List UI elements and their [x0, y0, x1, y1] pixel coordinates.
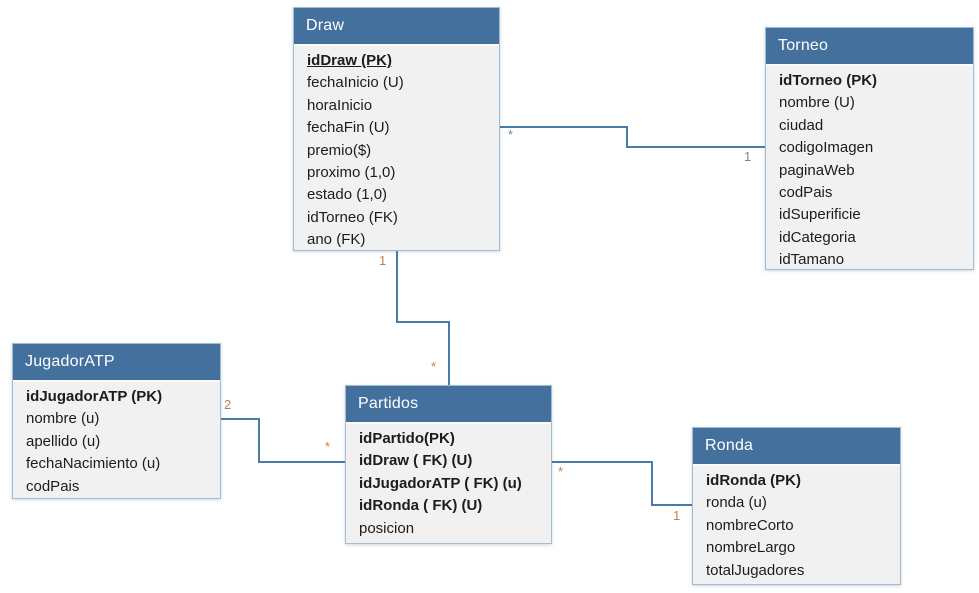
connector-draw-torneo[interactable]: [500, 126, 766, 148]
attribute-row: codPais: [779, 184, 833, 202]
entity-title: Partidos: [358, 395, 419, 412]
attribute-row: paginaWeb: [779, 161, 855, 179]
connector-partidos-ronda[interactable]: [552, 461, 693, 506]
attribute-row: codigoImagen: [779, 139, 874, 157]
entity-draw-body: idDraw (PK) fechaInicio (U) horaInicio f…: [294, 46, 499, 250]
attribute-row: ano (FK): [307, 231, 366, 249]
attribute-row: fechaFin (U): [307, 119, 390, 137]
attribute-row: idDraw ( FK) (U): [359, 452, 473, 470]
attribute-row: idJugadorATP ( FK) (u): [359, 474, 522, 492]
entity-partidos-header: Partidos: [346, 386, 551, 424]
entity-partidos[interactable]: Partidos idPartido(PK) idDraw ( FK) (U) …: [345, 385, 552, 544]
attribute-row: nombre (u): [26, 410, 100, 428]
cardinality-label: *: [558, 464, 564, 479]
entity-draw[interactable]: Draw idDraw (PK) fechaInicio (U) horaIni…: [293, 7, 500, 251]
attribute-row: apellido (u): [26, 432, 101, 450]
entity-jugadoratp-body: idJugadorATP (PK) nombre (u) apellido (u…: [13, 382, 220, 498]
attribute-row: totalJugadores: [706, 561, 805, 579]
attribute-row: nombreCorto: [706, 516, 794, 534]
cardinality-label: *: [431, 359, 437, 374]
cardinality-label: 1: [673, 508, 681, 523]
entity-partidos-body: idPartido(PK) idDraw ( FK) (U) idJugador…: [346, 424, 551, 543]
attribute-row: premio($): [307, 141, 372, 159]
entity-title: Draw: [306, 17, 345, 34]
entity-torneo-body: idTorneo (PK) nombre (U) ciudad codigoIm…: [766, 66, 973, 269]
attribute-row: proximo (1,0): [307, 164, 396, 182]
attribute-row: nombreLargo: [706, 539, 796, 557]
attribute-row: idCategoria: [779, 228, 856, 246]
attribute-row: ciudad: [779, 116, 824, 134]
cardinality-label: *: [508, 127, 514, 142]
attribute-row: fechaInicio (U): [307, 74, 404, 92]
connector-draw-partidos[interactable]: [396, 248, 450, 386]
entity-jugadoratp[interactable]: JugadorATP idJugadorATP (PK) nombre (u) …: [12, 343, 221, 499]
entity-title: Ronda: [705, 437, 754, 454]
attribute-row: estado (1,0): [307, 186, 388, 204]
attribute-row: ronda (u): [706, 494, 767, 512]
entity-ronda-header: Ronda: [693, 428, 900, 466]
entity-torneo-header: Torneo: [766, 28, 973, 66]
attribute-row: idTamano: [779, 251, 845, 269]
attribute-row: idTorneo (PK): [779, 72, 878, 89]
attribute-row: idDraw (PK): [307, 52, 393, 69]
attribute-row: posicion: [359, 519, 415, 537]
cardinality-label: 1: [379, 253, 387, 268]
attribute-row: horaInicio: [307, 96, 373, 114]
entity-title: Torneo: [778, 37, 829, 54]
attribute-row: idPartido(PK): [359, 430, 455, 447]
entity-draw-header: Draw: [294, 8, 499, 46]
entity-jugadoratp-header: JugadorATP: [13, 344, 220, 382]
attribute-row: idTorneo (FK): [307, 208, 398, 226]
attribute-row: idJugadorATP (PK): [26, 388, 163, 405]
attribute-row: nombre (U): [779, 94, 855, 112]
cardinality-label: 1: [744, 149, 752, 164]
entity-ronda[interactable]: Ronda idRonda (PK) ronda (u) nombreCorto…: [692, 427, 901, 585]
cardinality-label: 2: [224, 397, 232, 412]
attribute-row: idRonda (PK): [706, 472, 801, 489]
entity-ronda-body: idRonda (PK) ronda (u) nombreCorto nombr…: [693, 466, 900, 584]
attribute-row: fechaNacimiento (u): [26, 455, 161, 473]
attribute-row: codPais: [26, 477, 80, 495]
attribute-row: idSuperificie: [779, 206, 861, 224]
entity-title: JugadorATP: [25, 353, 115, 370]
entity-torneo[interactable]: Torneo idTorneo (PK) nombre (U) ciudad c…: [765, 27, 974, 270]
attribute-row: idRonda ( FK) (U): [359, 497, 483, 515]
cardinality-label: *: [325, 439, 331, 454]
connector-jugadoratp-partidos[interactable]: [221, 418, 346, 463]
